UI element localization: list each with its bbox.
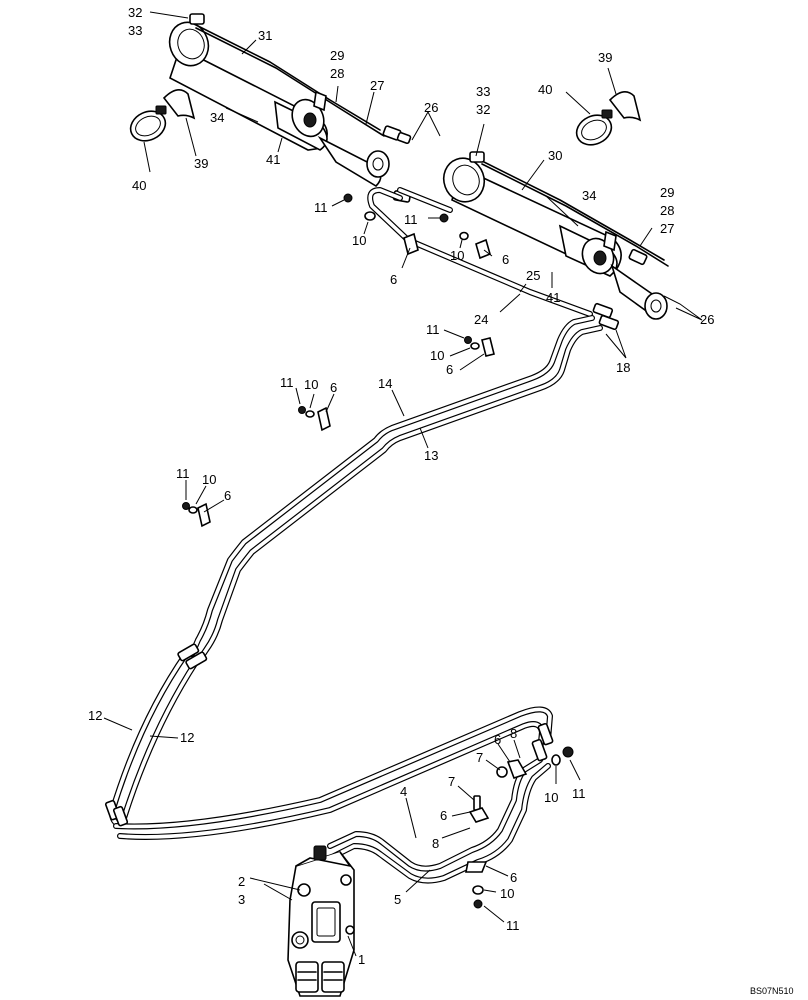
- callout-13: 13: [424, 448, 438, 463]
- callout-6-lower-right: 6: [494, 732, 501, 747]
- callout-27-right: 27: [660, 221, 674, 236]
- upper-fittings: [382, 125, 648, 331]
- callout-6-upper-a: 6: [390, 272, 397, 287]
- callout-26-top: 26: [424, 100, 438, 115]
- callout-6-bottom: 6: [510, 870, 517, 885]
- callout-7-lower-right: 7: [476, 750, 483, 765]
- callout-numbers: 32 33 31 29 28 27 26 34 41 39 40 33 32 3…: [88, 5, 714, 967]
- callout-30: 30: [548, 148, 562, 163]
- callout-31: 31: [258, 28, 272, 43]
- callout-10-lower-right: 10: [544, 790, 558, 805]
- callout-2: 2: [238, 874, 245, 889]
- callout-11-upper-a: 11: [314, 200, 328, 215]
- callout-8-lower-right: 8: [510, 726, 517, 741]
- callout-41-right: 41: [546, 290, 560, 305]
- callout-39-left: 39: [194, 156, 208, 171]
- callout-29-right: 29: [660, 185, 674, 200]
- callout-10-left: 10: [202, 472, 216, 487]
- callout-6-left: 6: [224, 488, 231, 503]
- callout-27-top: 27: [370, 78, 384, 93]
- callout-40-left: 40: [132, 178, 146, 193]
- callout-1: 1: [358, 952, 365, 967]
- hose-clamp-left: [129, 89, 196, 142]
- control-valve: [287, 845, 355, 997]
- callout-5: 5: [394, 892, 401, 907]
- callout-6-mid: 6: [446, 362, 453, 377]
- callout-40-right: 40: [538, 82, 552, 97]
- callout-39-right: 39: [598, 50, 612, 65]
- callout-33-top-left: 33: [128, 23, 142, 38]
- callout-28-right: 28: [660, 203, 674, 218]
- callout-7-lower-mid: 7: [448, 774, 455, 789]
- callout-11-upper-b: 11: [404, 212, 418, 227]
- callout-32-mid: 32: [476, 102, 490, 117]
- callout-11-left: 11: [176, 466, 190, 481]
- callout-28-top: 28: [330, 66, 344, 81]
- callout-12-inner: 12: [180, 730, 194, 745]
- right-cylinder: [442, 151, 669, 320]
- callout-10-mid: 10: [430, 348, 444, 363]
- callout-4: 4: [400, 784, 407, 799]
- callout-10-mid-left: 10: [304, 377, 318, 392]
- reference-code: BS07N510: [750, 986, 794, 996]
- callout-32-top-left: 32: [128, 5, 142, 20]
- line-fittings: [104, 643, 554, 827]
- callout-25: 25: [526, 268, 540, 283]
- callout-11-mid: 11: [426, 322, 440, 337]
- callout-6-upper-b: 6: [502, 252, 509, 267]
- callout-34-left: 34: [210, 110, 224, 125]
- callout-12-outer: 12: [88, 708, 102, 723]
- callout-11-lower-right: 11: [572, 786, 586, 801]
- callout-33-mid: 33: [476, 84, 490, 99]
- callout-11-mid-left: 11: [280, 375, 294, 390]
- callout-18: 18: [616, 360, 630, 375]
- callout-8-lower-mid: 8: [432, 836, 439, 851]
- callout-24: 24: [474, 312, 488, 327]
- callout-6-lower-mid: 6: [440, 808, 447, 823]
- tube-lines: [109, 187, 603, 884]
- callout-3: 3: [238, 892, 245, 907]
- callout-10-bottom: 10: [500, 886, 514, 901]
- callout-11-bottom: 11: [506, 918, 520, 933]
- callout-26-right: 26: [700, 312, 714, 327]
- left-cylinder: [168, 13, 390, 188]
- callout-6-mid-left: 6: [330, 380, 337, 395]
- hose-clamp-right: [575, 91, 642, 146]
- callout-34-right: 34: [582, 188, 596, 203]
- callout-10-upper-a: 10: [352, 233, 366, 248]
- callout-14: 14: [378, 376, 392, 391]
- callout-29-top: 29: [330, 48, 344, 63]
- callout-10-upper-b: 10: [450, 248, 464, 263]
- leader-lines: [103, 11, 703, 957]
- callout-41-left: 41: [266, 152, 280, 167]
